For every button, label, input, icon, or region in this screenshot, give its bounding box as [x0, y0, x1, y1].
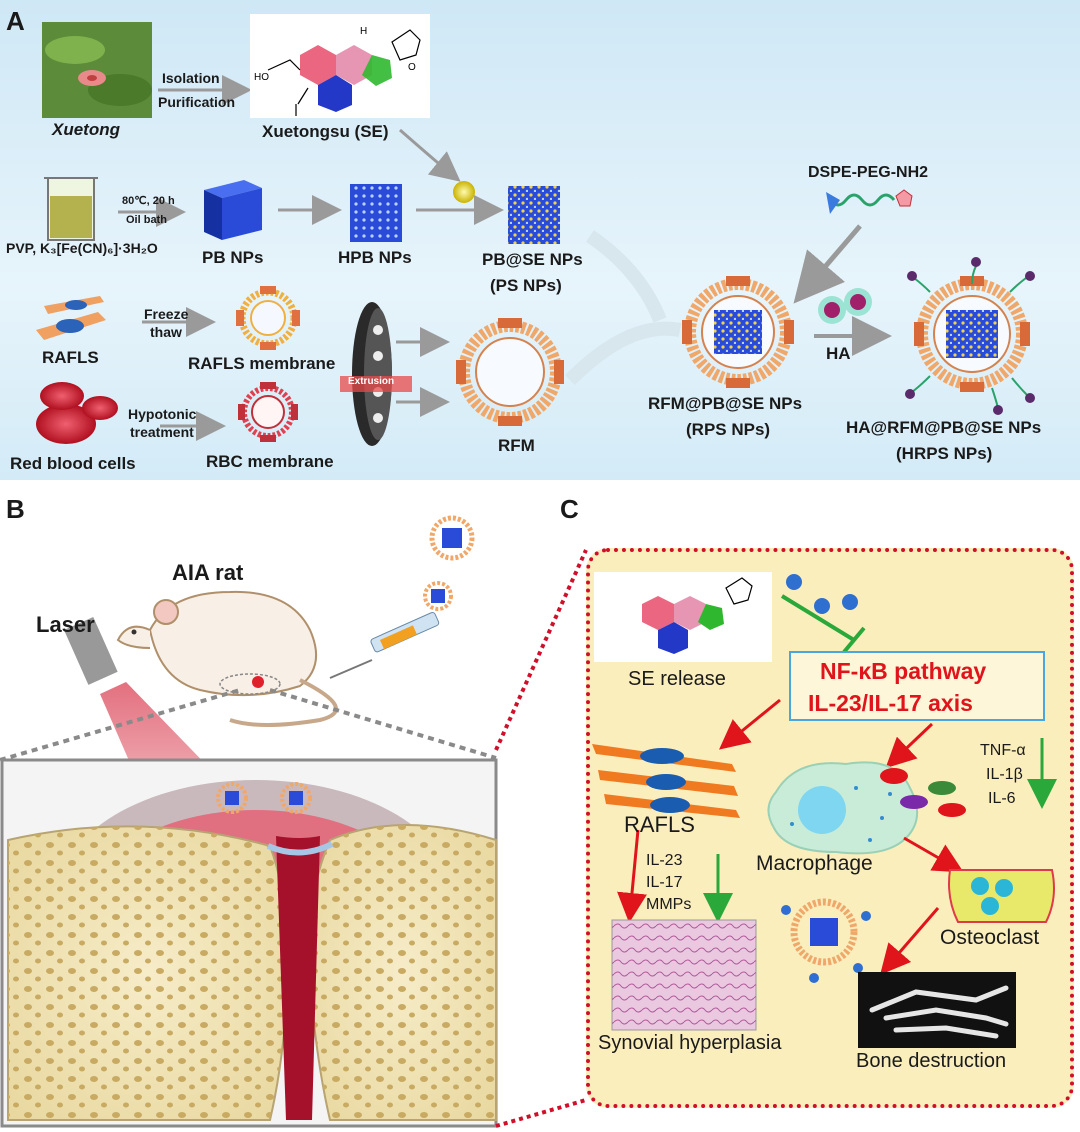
joint-np-1 — [216, 782, 248, 814]
oil-temp-label: 80℃, 20 h — [122, 195, 175, 207]
pvp-label: PVP, K₃[Fe(CN)₆]·3H₂O — [6, 240, 158, 256]
pb-label: PB NPs — [202, 248, 264, 267]
panel-c-label: C — [560, 494, 579, 524]
purification-label: Purification — [158, 94, 236, 110]
synovial-label: Synovial hyperplasia — [598, 1032, 782, 1054]
il6-label: IL-6 — [988, 790, 1016, 807]
treatment-label: treatment — [130, 424, 194, 440]
rfm-label: RFM — [498, 436, 535, 455]
rbc-membrane-vesicle — [238, 382, 298, 442]
isolation-label: Isolation — [162, 70, 220, 86]
extruder — [340, 302, 412, 446]
panel-a-graphics: HO O H — [36, 14, 1035, 446]
rafls-label: RAFLS — [42, 348, 99, 367]
svg-text:O: O — [408, 62, 416, 73]
osteoclast-label: Osteoclast — [940, 926, 1040, 949]
laser-label: Laser — [36, 612, 95, 637]
panel-b-graphics — [0, 515, 498, 1128]
hpb-label: HPB NPs — [338, 248, 412, 267]
pbse-cube — [508, 186, 560, 244]
mmps-label: MMPs — [646, 896, 692, 913]
osteoclast-cell — [948, 869, 1055, 923]
nfkb-box — [789, 651, 1045, 721]
dspe-label: DSPE-PEG-NH2 — [808, 164, 929, 181]
ha-label: HA — [826, 344, 851, 363]
injected-nanoparticles — [423, 515, 475, 611]
panel-a-label: A — [6, 6, 25, 36]
panel-c-graphics — [592, 572, 1057, 1048]
macrophage-label: Macrophage — [756, 852, 873, 875]
bone-destruction-label: Bone destruction — [856, 1050, 1007, 1072]
syringe-icon — [329, 611, 440, 679]
hrps-particle-c — [781, 898, 871, 983]
rat-illustration — [116, 590, 338, 727]
se-release-label: SE release — [628, 668, 726, 690]
pb-cube — [204, 180, 262, 240]
bone-xray — [858, 972, 1016, 1048]
hypotonic-label: Hypotonic — [128, 406, 197, 422]
tnf-label: TNF-α — [980, 742, 1026, 759]
joint-np-2 — [280, 782, 312, 814]
rbc-cells-label: Red blood cells — [10, 454, 136, 473]
il17-label: IL-17 — [646, 874, 683, 891]
rps-label: RFM@PB@SE NPs — [648, 394, 803, 413]
ps-label: (PS NPs) — [490, 276, 562, 295]
panel-b-label: B — [6, 494, 25, 524]
se-label: Xuetongsu (SE) — [262, 122, 389, 141]
panel-c-zoom-lines — [494, 549, 588, 1128]
rps-abbr-label: (RPS NPs) — [686, 420, 771, 439]
pbse-label: PB@SE NPs — [482, 250, 583, 269]
extrusion-label: Extrusion — [348, 376, 395, 387]
rafls-cells-c — [592, 744, 740, 818]
hrps-label: HA@RFM@PB@SE NPs — [846, 418, 1042, 437]
rfm-vesicle — [456, 318, 564, 426]
rbc-icon — [36, 382, 118, 444]
svg-text:HO: HO — [254, 72, 269, 83]
freeze-label: Freeze — [144, 306, 189, 322]
il23-label: IL-23 — [646, 852, 683, 869]
rafls-c-label: RAFLS — [624, 812, 695, 837]
rafls-membrane-vesicle — [236, 286, 300, 350]
il23-axis-label: IL-23/IL-17 axis — [808, 690, 973, 716]
aia-rat-label: AIA rat — [172, 560, 244, 585]
hrps-nanoparticle — [905, 257, 1035, 415]
rafls-cell-icon — [36, 296, 106, 340]
se-ball — [453, 181, 475, 203]
hrps-abbr-label: (HRPS NPs) — [896, 444, 993, 463]
oil-bath-label: Oil bath — [126, 214, 167, 226]
rafls-membrane-label: RAFLS membrane — [188, 354, 336, 373]
svg-text:H: H — [360, 26, 367, 37]
xuetong-label: Xuetong — [52, 120, 120, 139]
beaker — [44, 177, 98, 241]
hpb-cube — [350, 184, 402, 242]
il1b-label: IL-1β — [986, 766, 1023, 783]
thaw-label: thaw — [150, 324, 182, 340]
rps-nanoparticle — [682, 276, 794, 388]
rbc-membrane-label: RBC membrane — [206, 452, 334, 471]
nfkb-label: NF-κB pathway — [820, 658, 987, 684]
